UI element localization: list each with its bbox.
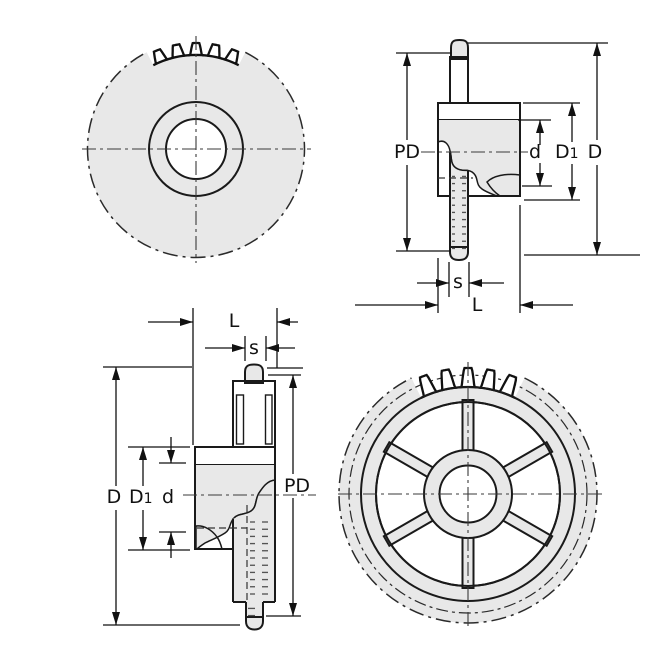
strip-section-ticks-narrow (248, 602, 262, 622)
strip-section-ticks (452, 174, 466, 254)
spokes (382, 399, 554, 589)
rim-recess-left (235, 394, 245, 445)
label-l: L (229, 310, 240, 332)
label-s: s (453, 271, 463, 293)
plate-section-hatched (449, 56, 469, 104)
strip-section-ticks-wide (250, 517, 268, 600)
hub-outline (437, 102, 521, 197)
rim-recess-right (264, 394, 273, 445)
hub-section-hatched (437, 102, 521, 121)
tooth-tip-section (244, 363, 264, 384)
hub-section-hatched (194, 446, 276, 466)
plate-strip-edges (449, 152, 469, 248)
section-view-hub-left: D D1 d PD s L (103, 308, 316, 631)
narrow-strip-edges (245, 602, 264, 618)
label-s: s (249, 337, 259, 359)
label-pd: PD (394, 141, 420, 163)
section-view-hub-right: PD d D1 D s L (355, 38, 640, 316)
label-hub-d1: D1 (555, 141, 579, 163)
tooth-tip-section (450, 38, 469, 60)
break-line-over-strip (233, 479, 276, 519)
front-view-plain-sprocket (82, 36, 311, 263)
label-pd: PD (284, 475, 310, 497)
label-hub-d1: D1 (129, 486, 153, 508)
label-l: L (472, 294, 483, 316)
label-bore-d: d (529, 141, 541, 163)
tip-circle-dashed (86, 51, 306, 259)
break-line-over-strip (449, 150, 469, 172)
strip-edges (232, 447, 276, 603)
label-bore-d: d (162, 486, 174, 508)
hub-corner-hatched (195, 525, 223, 550)
front-view-spoked-sprocket (338, 362, 604, 629)
label-outer-d: D (588, 141, 603, 163)
label-outer-d: D (107, 486, 122, 508)
